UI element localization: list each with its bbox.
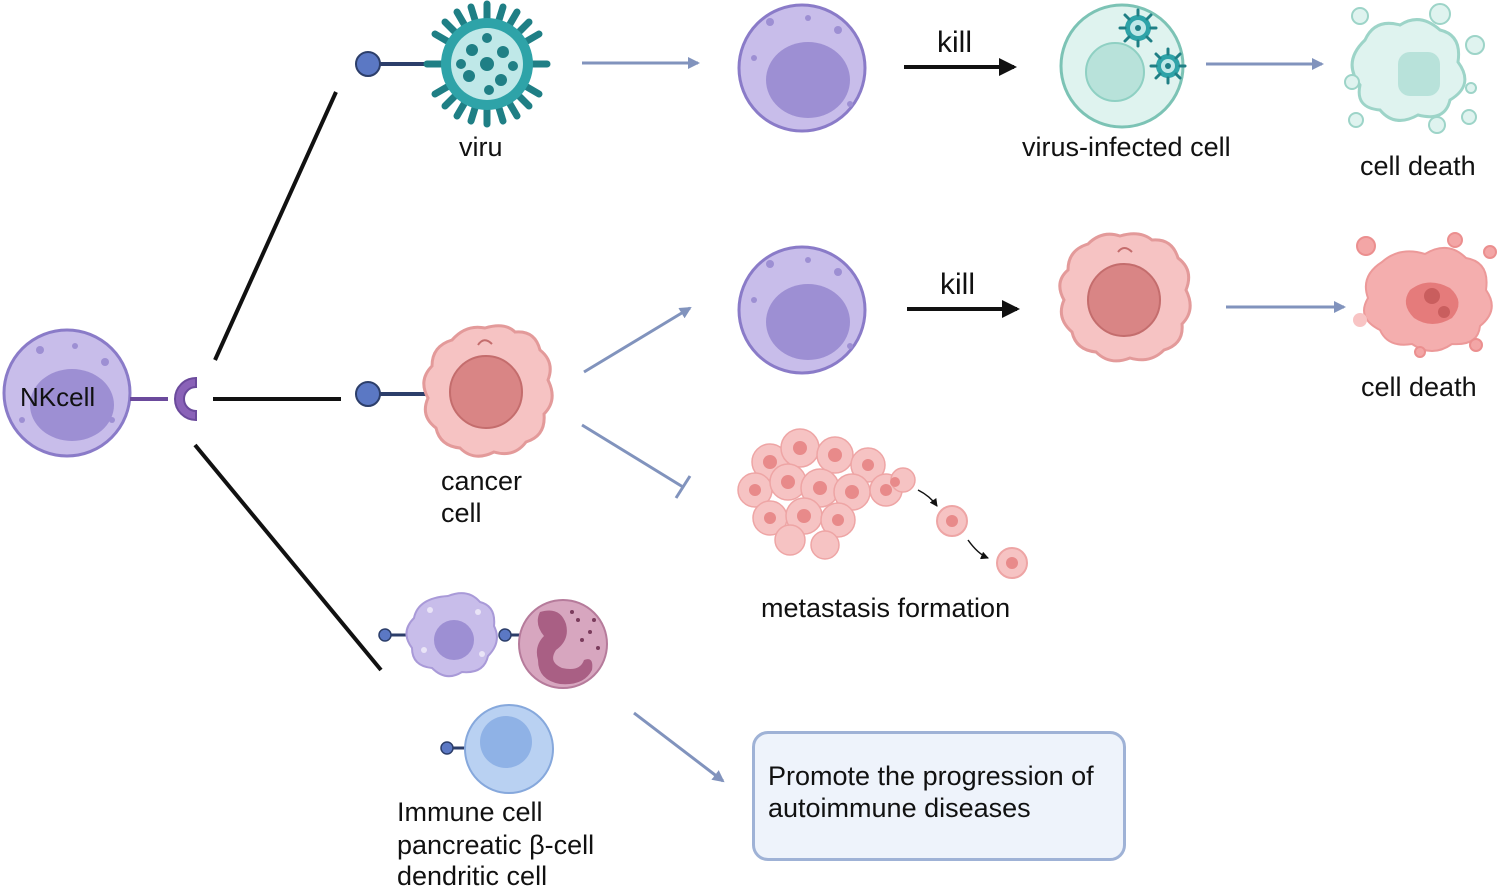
- immune-cell-label: Immune cell: [397, 797, 543, 827]
- cell-death-label-2: cell death: [1361, 372, 1477, 402]
- virus-infected-cell: [1059, 3, 1187, 129]
- cancer-cell: [355, 324, 554, 458]
- branch-line-virus: [213, 91, 338, 361]
- immune-cell-icon: [378, 592, 498, 678]
- autoimmune-outcome-text: Promote the progression of autoimmune di…: [768, 761, 1094, 823]
- metastasis-label: metastasis formation: [761, 593, 1011, 623]
- cancer-cell-label-line1: cancer: [441, 466, 523, 496]
- dendritic-cell-icon: [440, 704, 554, 794]
- branch-line-immune: [193, 443, 383, 672]
- virus-infected-cell-label: virus-infected cell: [1022, 132, 1231, 162]
- metastasis-cluster: [737, 428, 1028, 579]
- nk-cell-label: NKcell: [20, 382, 96, 412]
- cell-death-label-1: cell death: [1360, 151, 1476, 181]
- dead-cancer-cell: [1353, 232, 1497, 358]
- kill-label-1: kill: [937, 26, 972, 59]
- kill-label-2: kill: [940, 268, 975, 301]
- nk-cell-activated-1: [737, 3, 867, 133]
- virus-icon: [355, 0, 551, 128]
- autoimmune-outcome-box: Promote the progression of autoimmune di…: [752, 731, 1126, 861]
- arrow-immune-to-outcome: [633, 711, 725, 783]
- nk-receptor: [130, 376, 197, 422]
- inhibit-metastasis-line: [581, 423, 692, 499]
- nk-cell: [2, 328, 132, 458]
- dendritic-cell-label: dendritic cell: [397, 861, 548, 891]
- cancer-cell-label-line2: cell: [441, 498, 482, 528]
- virus-label: viru: [459, 132, 503, 162]
- dead-infected-cell: [1344, 3, 1485, 134]
- pancreatic-beta-cell-label: pancreatic β-cell: [397, 830, 595, 860]
- target-cancer-cell: [1058, 232, 1192, 363]
- nk-cell-activated-2: [737, 245, 867, 375]
- pancreatic-beta-cell-icon: [498, 599, 608, 689]
- arrow-cancer-to-nk: [583, 306, 692, 374]
